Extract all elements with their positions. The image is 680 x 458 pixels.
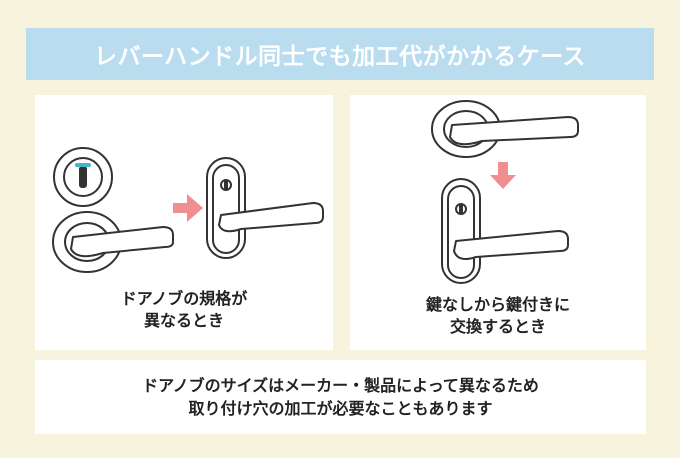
caption-line-2: 異なるとき: [143, 311, 224, 330]
title-banner: レバーハンドル同士でも加工代がかかるケース: [26, 28, 654, 80]
arrow-right-icon: [173, 194, 203, 222]
panel-add-lock: 鍵なしから鍵付きに 交換するとき: [350, 95, 646, 350]
note-line-1: ドアノブのサイズはメーカー・製品によって異なるため: [142, 376, 539, 395]
caption-line-2: 交換するとき: [449, 317, 546, 336]
arrow-down-icon: [490, 162, 516, 189]
caption-line-1: ドアノブの規格が: [120, 289, 248, 308]
illustration-standard-mismatch: [52, 147, 324, 273]
page-title: レバーハンドル同士でも加工代がかかるケース: [94, 44, 586, 70]
note-box: ドアノブのサイズはメーカー・製品によって異なるため 取り付け穴の加工が必要なこと…: [35, 360, 646, 434]
lever-handle-round-icon: [52, 211, 174, 273]
note-line-2: 取り付け穴の加工が必要なこともあります: [188, 399, 493, 418]
lever-handle-plate-lock-icon: [441, 178, 569, 284]
lever-handle-round-icon: [431, 100, 579, 158]
illustration-add-lock: [431, 100, 579, 284]
caption-standard-mismatch: ドアノブの規格が 異なるとき: [35, 288, 333, 332]
panel-standard-mismatch: ドアノブの規格が 異なるとき: [35, 95, 333, 350]
caption-line-1: 鍵なしから鍵付きに: [425, 295, 570, 314]
thumb-turn-icon: [53, 147, 113, 207]
lever-handle-plate-icon: [206, 157, 324, 259]
caption-add-lock: 鍵なしから鍵付きに 交換するとき: [350, 294, 646, 338]
